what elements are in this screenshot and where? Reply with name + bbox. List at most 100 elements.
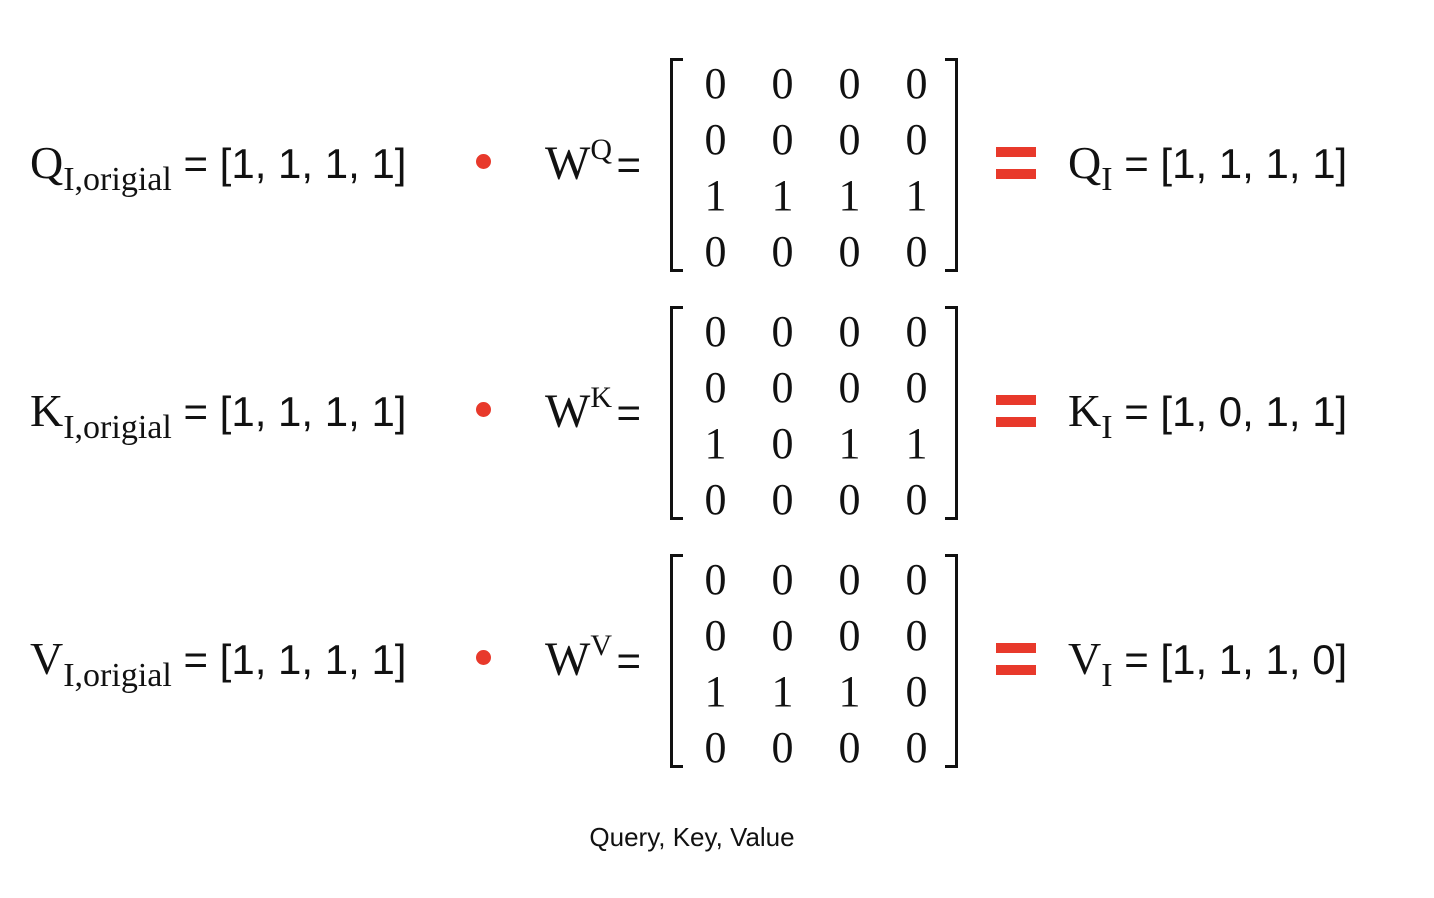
original-vector: QI,origial = [1, 1, 1, 1] xyxy=(30,136,407,198)
matrix-cell: 1 xyxy=(905,171,928,220)
result-subscript: I xyxy=(1101,657,1113,694)
result-symbol: Q xyxy=(1068,137,1102,188)
matrix-cell: 0 xyxy=(771,115,794,164)
matrix-cell: 0 xyxy=(838,723,861,772)
matrix-cell: 1 xyxy=(704,419,727,468)
dot-product-operator xyxy=(476,154,491,169)
matrix-cells: 0 0 0 0 0 0 0 0 1 0 1 1 0 0 0 0 xyxy=(682,304,950,528)
weight-equals: = xyxy=(616,637,641,684)
matrix-cell: 0 xyxy=(771,555,794,604)
result-vector: VI = [1, 1, 1, 0] xyxy=(1068,632,1348,694)
matrix-cell: 0 xyxy=(838,59,861,108)
weight-matrix: 0 0 0 0 0 0 0 0 1 1 1 1 0 0 0 0 xyxy=(670,58,958,276)
matrix-cell: 0 xyxy=(704,723,727,772)
result-vector: KI = [1, 0, 1, 1] xyxy=(1068,384,1348,446)
left-bracket xyxy=(670,554,683,768)
result-values: = [1, 1, 1, 0] xyxy=(1124,636,1348,683)
matrix-cell: 0 xyxy=(704,555,727,604)
matrix-cell: 0 xyxy=(905,555,928,604)
matrix-cell: 1 xyxy=(771,171,794,220)
result-values: = [1, 1, 1, 1] xyxy=(1124,140,1348,187)
matrix-cell: 0 xyxy=(905,363,928,412)
matrix-cell: 0 xyxy=(905,723,928,772)
matrix-cell: 1 xyxy=(838,667,861,716)
matrix-cell: 1 xyxy=(838,419,861,468)
matrix-cell: 0 xyxy=(905,115,928,164)
matrix-cells: 0 0 0 0 0 0 0 0 1 1 1 0 0 0 0 0 xyxy=(682,552,950,776)
result-subscript: I xyxy=(1101,409,1113,446)
matrix-cell: 0 xyxy=(838,555,861,604)
result-symbol: K xyxy=(1068,385,1102,436)
matrix-cell: 0 xyxy=(704,115,727,164)
matrix-cell: 0 xyxy=(905,611,928,660)
dot-product-operator xyxy=(476,650,491,665)
matrix-cell: 0 xyxy=(905,667,928,716)
matrix-cell: 0 xyxy=(905,59,928,108)
weight-equals: = xyxy=(616,141,641,188)
matrix-cell: 0 xyxy=(771,227,794,276)
weight-matrix: 0 0 0 0 0 0 0 0 1 0 1 1 0 0 0 0 xyxy=(670,306,958,524)
weight-superscript: K xyxy=(590,381,612,414)
original-subscript: I,origial xyxy=(63,161,172,198)
original-subscript: I,origial xyxy=(63,409,172,446)
result-vector: QI = [1, 1, 1, 1] xyxy=(1068,136,1348,198)
equals-operator xyxy=(996,643,1036,675)
original-symbol: Q xyxy=(30,137,64,188)
matrix-cell: 1 xyxy=(838,171,861,220)
weight-symbol: W xyxy=(545,137,591,190)
matrix-cell: 0 xyxy=(905,307,928,356)
matrix-cell: 0 xyxy=(771,723,794,772)
matrix-cell: 0 xyxy=(838,363,861,412)
weight-label: WK = xyxy=(545,381,641,439)
dot-product-operator xyxy=(476,402,491,417)
matrix-cell: 0 xyxy=(838,115,861,164)
left-bracket xyxy=(670,306,683,520)
matrix-cell: 0 xyxy=(771,307,794,356)
equals-operator xyxy=(996,147,1036,179)
original-symbol: K xyxy=(30,385,64,436)
matrix-cell: 1 xyxy=(704,667,727,716)
weight-superscript: Q xyxy=(590,133,612,166)
matrix-cell: 0 xyxy=(905,227,928,276)
row-value: VI,origial = [1, 1, 1, 1] WV = 0 0 0 0 0… xyxy=(0,546,1434,772)
right-bracket xyxy=(945,58,958,272)
matrix-cells: 0 0 0 0 0 0 0 0 1 1 1 1 0 0 0 0 xyxy=(682,56,950,280)
matrix-cell: 1 xyxy=(905,419,928,468)
matrix-cell: 0 xyxy=(771,475,794,524)
weight-symbol: W xyxy=(545,633,591,686)
matrix-cell: 0 xyxy=(704,307,727,356)
matrix-cell: 0 xyxy=(838,611,861,660)
matrix-cell: 0 xyxy=(771,363,794,412)
original-values: = [1, 1, 1, 1] xyxy=(183,140,407,187)
matrix-cell: 0 xyxy=(704,227,727,276)
matrix-cell: 0 xyxy=(704,59,727,108)
left-bracket xyxy=(670,58,683,272)
original-symbol: V xyxy=(30,633,64,684)
original-vector: KI,origial = [1, 1, 1, 1] xyxy=(30,384,407,446)
row-key: KI,origial = [1, 1, 1, 1] WK = 0 0 0 0 0… xyxy=(0,298,1434,524)
matrix-cell: 0 xyxy=(838,227,861,276)
original-values: = [1, 1, 1, 1] xyxy=(183,388,407,435)
row-query: QI,origial = [1, 1, 1, 1] WQ = 0 0 0 0 0… xyxy=(0,50,1434,276)
matrix-cell: 0 xyxy=(771,59,794,108)
matrix-cell: 0 xyxy=(838,307,861,356)
matrix-cell: 0 xyxy=(704,363,727,412)
weight-matrix: 0 0 0 0 0 0 0 0 1 1 1 0 0 0 0 0 xyxy=(670,554,958,772)
right-bracket xyxy=(945,554,958,768)
matrix-cell: 1 xyxy=(771,667,794,716)
result-symbol: V xyxy=(1068,633,1102,684)
result-subscript: I xyxy=(1101,161,1113,198)
original-values: = [1, 1, 1, 1] xyxy=(183,636,407,683)
matrix-cell: 0 xyxy=(704,475,727,524)
result-values: = [1, 0, 1, 1] xyxy=(1124,388,1348,435)
matrix-cell: 1 xyxy=(704,171,727,220)
original-vector: VI,origial = [1, 1, 1, 1] xyxy=(30,632,407,694)
weight-label: WV = xyxy=(545,629,641,687)
weight-superscript: V xyxy=(590,629,612,662)
matrix-cell: 0 xyxy=(905,475,928,524)
weight-symbol: W xyxy=(545,385,591,438)
equals-operator xyxy=(996,395,1036,427)
matrix-cell: 0 xyxy=(771,419,794,468)
weight-label: WQ = xyxy=(545,133,641,191)
matrix-cell: 0 xyxy=(838,475,861,524)
